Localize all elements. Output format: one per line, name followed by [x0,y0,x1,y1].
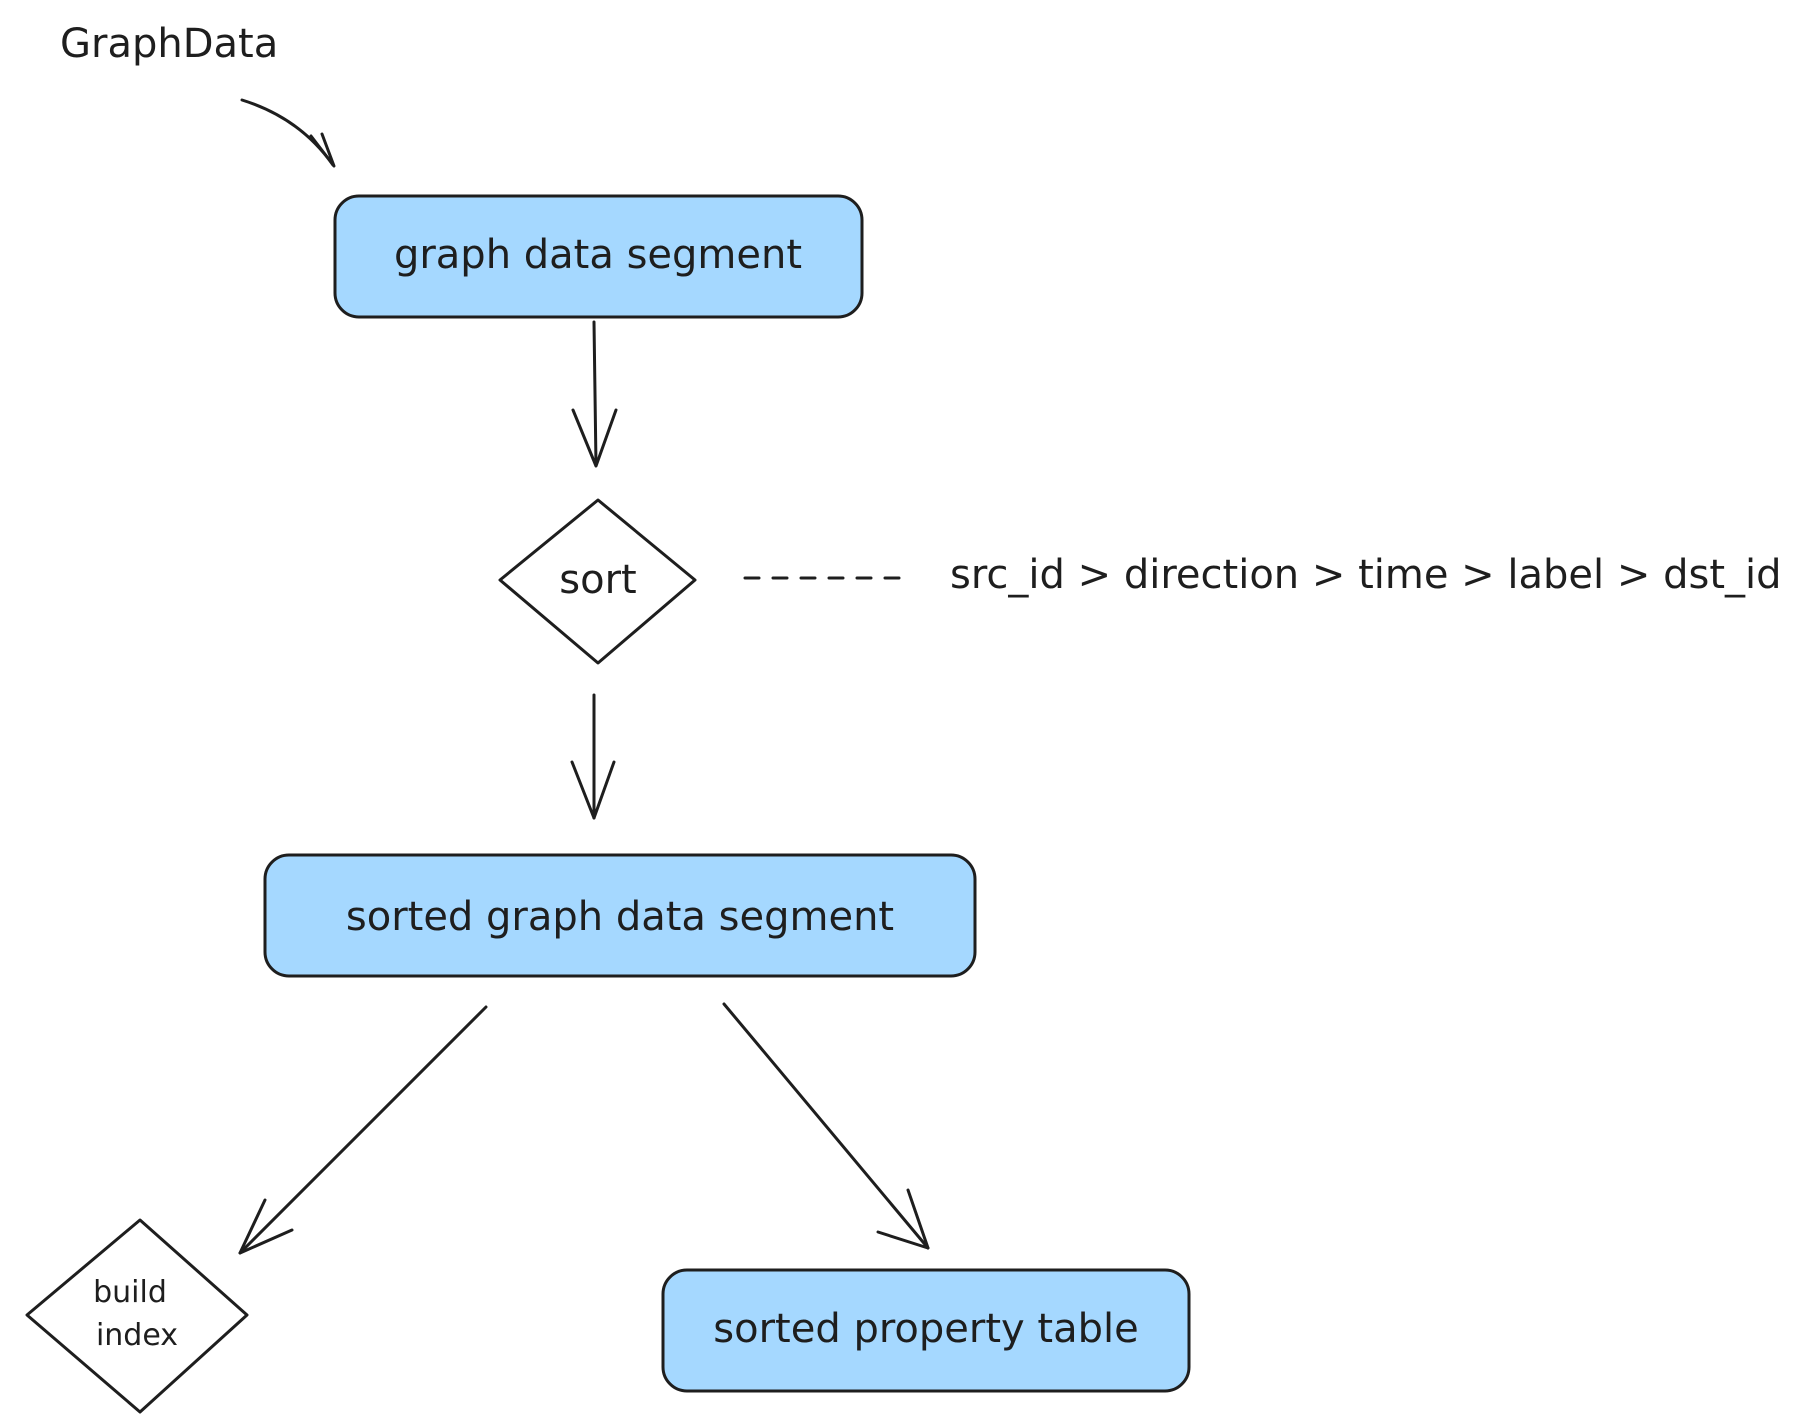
arrow-to-property-table [722,1002,930,1250]
build-index-node[interactable]: build index [25,1218,249,1414]
graph-data-segment-label: graph data segment [394,232,802,278]
arrow-to-property-table-head [876,1188,930,1250]
graphdata-arrowhead [309,132,336,168]
graph-data-segment-node[interactable]: graph data segment [333,194,864,319]
graph-data-segment-box [333,194,864,319]
arrow-to-sort-head [571,408,618,468]
sorted-graph-data-segment-box [263,853,977,978]
graphdata-label: GraphData [60,21,278,67]
sorted-property-table-label: sorted property table [713,1306,1138,1352]
sorted-graph-data-segment-node[interactable]: sorted graph data segment [263,853,977,978]
sort-order-note: src_id > direction > time > label > dst_… [950,552,1782,598]
arrow-to-sort [592,320,598,467]
arrow-to-build-index [238,1005,488,1255]
sorted-graph-data-segment-label: sorted graph data segment [346,894,894,940]
build-index-diamond [25,1218,249,1414]
build-index-label-line1: build [93,1275,167,1310]
sort-diamond [498,498,697,665]
graphdata-arrow [240,98,335,167]
sorted-property-table-box [661,1268,1191,1393]
sort-node[interactable]: sort [498,498,697,665]
arrow-to-build-index-head [238,1198,294,1255]
arrow-to-sorted-segment-head [570,760,616,820]
sorted-property-table-node[interactable]: sorted property table [661,1268,1191,1393]
build-index-label-line2: index [96,1318,178,1353]
sort-label: sort [559,557,636,603]
